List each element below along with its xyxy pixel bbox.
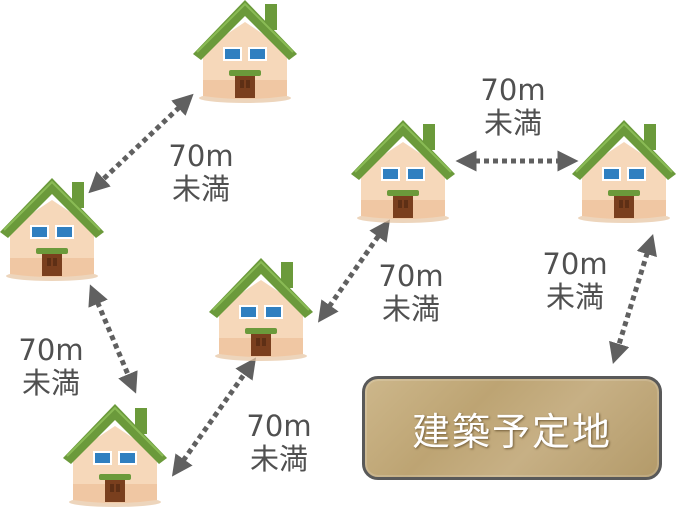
arrow-left-to-bottom (88, 284, 138, 394)
house-bottom-left (62, 403, 168, 508)
house-far-right (571, 119, 677, 224)
house-left (0, 177, 105, 282)
construction-site-box: 建築予定地 (362, 376, 662, 480)
house-mid-right (350, 119, 456, 224)
construction-site-label: 建築予定地 (411, 409, 612, 454)
arrow-farright-to-site (609, 233, 657, 365)
house-center (208, 257, 314, 362)
arrow-bottom-to-center (171, 357, 257, 477)
arrow-top-to-left (88, 93, 194, 194)
connection-arrows (88, 93, 657, 477)
house-top (192, 0, 298, 104)
